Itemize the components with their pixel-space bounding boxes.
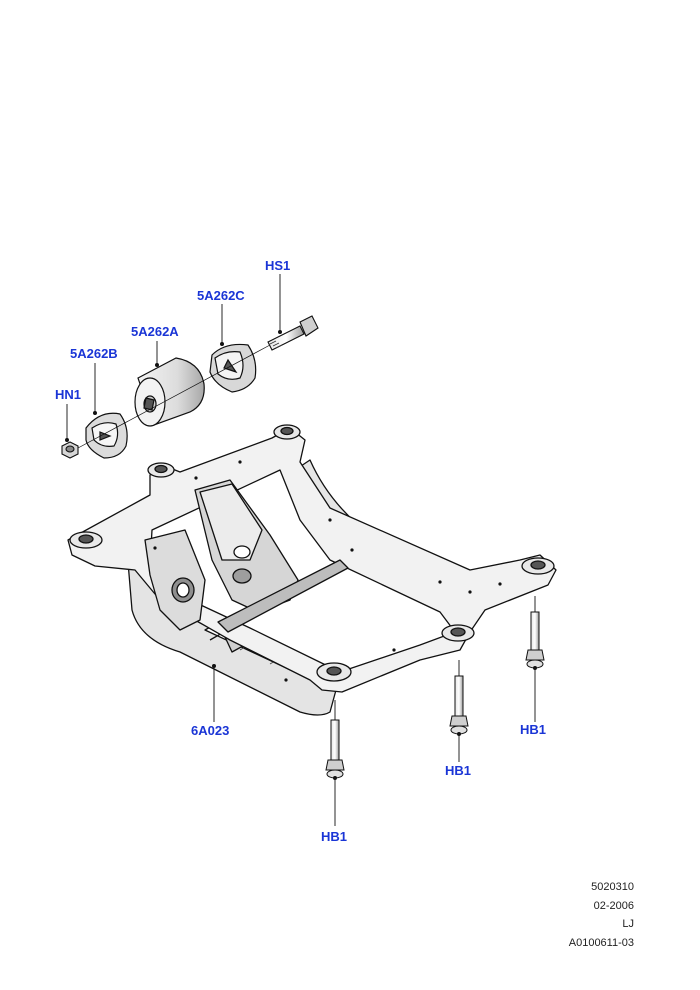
reference-model-code: LJ [622, 918, 634, 930]
reference-illustration-id: A0100611-03 [568, 936, 634, 949]
callout-hb1-mid: HB1 [445, 763, 472, 778]
bolt-hb1-right [525, 611, 545, 669]
bolt-hb1-mid [449, 675, 469, 735]
callout-hb1-left: HB1 [321, 829, 348, 844]
subframe-6a023 [67, 424, 557, 716]
callout-6a023: 6A023 [191, 723, 230, 738]
bushing-5a262a [134, 357, 205, 427]
callout-hs1: HS1 [265, 258, 291, 273]
callout-5a262a: 5A262A [131, 324, 179, 339]
insulator-5a262c [209, 343, 257, 393]
callout-5a262b: 5A262B [70, 346, 118, 361]
leader-dots [65, 330, 537, 780]
callout-hn1: HN1 [55, 387, 82, 402]
reference-date: 02-2006 [593, 899, 634, 912]
assembly-axis-line [77, 344, 271, 449]
bolt-hb1-left [325, 719, 345, 779]
callout-5a262c: 5A262C [197, 288, 245, 303]
reference-number: 5020310 [591, 881, 634, 893]
leader-lines [66, 274, 536, 826]
insulator-5a262b [85, 412, 128, 459]
callout-hb1-right: HB1 [520, 722, 547, 737]
reference-block: 5020310 02-2006 LJ A0100611-03 [569, 878, 634, 952]
bolt-hs1 [267, 315, 319, 351]
nut-hn1 [61, 441, 79, 459]
